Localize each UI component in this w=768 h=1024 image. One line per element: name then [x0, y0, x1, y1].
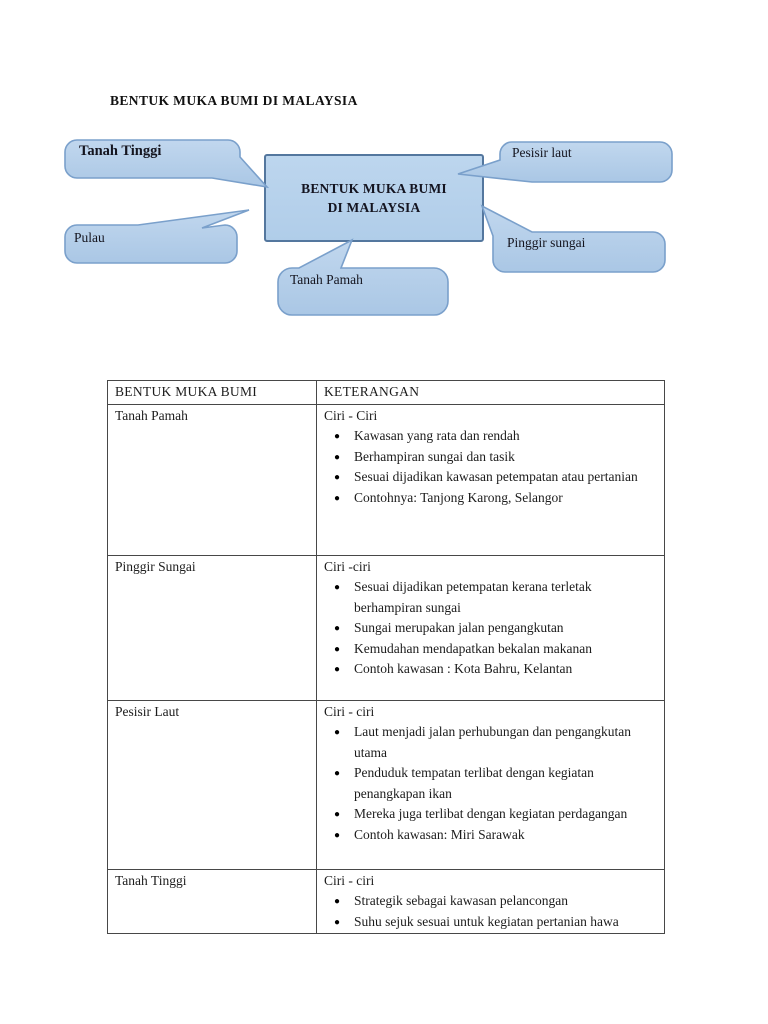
bullet-icon: ● — [334, 896, 341, 907]
list-item: ● Berhampiran sungai dan tasik — [324, 447, 656, 468]
list-item: ● Sesuai dijadikan petempatan kerana terl… — [324, 577, 656, 618]
keterangan-cell: Ciri - ciri ● Laut menjadi jalan perhubun… — [316, 699, 665, 870]
header-keterangan: KETERANGAN — [316, 380, 665, 405]
header-bentuk-muka-bumi: BENTUK MUKA BUMI — [107, 380, 317, 405]
ciri-label: Ciri - ciri — [324, 703, 375, 719]
list-item: ● Sungai merupakan jalan pengangkutan — [324, 618, 656, 639]
ciri-label: Ciri - Ciri — [324, 407, 378, 423]
table-row: Pesisir Laut Ciri - ciri ● Laut menjadi j… — [107, 699, 665, 870]
landform-cell: Pinggir Sungai — [107, 554, 317, 701]
list-item-text: Penduduk tempatan terlibat dengan kegiat… — [354, 765, 594, 801]
callout-label-tanah-tinggi: Tanah Tinggi — [79, 143, 162, 159]
landform-diagram: BENTUK MUKA BUMI DI MALAYSIA Tanah Tingg… — [0, 130, 768, 330]
callout-label-pinggir-sungai: Pinggir sungai — [507, 235, 586, 250]
list-item-text: Contoh kawasan : Kota Bahru, Kelantan — [354, 661, 573, 676]
list-item: ● Sesuai dijadikan kawasan petempatan ata… — [324, 467, 656, 488]
bullet-icon: ● — [334, 829, 341, 841]
list-item: ● Strategik sebagai kawasan pelancongan — [324, 891, 656, 912]
bullet-icon: ● — [334, 768, 341, 779]
list-item: ● Laut menjadi jalan perhubungan dan peng… — [324, 722, 656, 763]
list-item: ● Suhu sejuk sesuai untuk kegiatan pertan… — [324, 912, 656, 933]
landform-table: BENTUK MUKA BUMI KETERANGAN Tanah Pamah … — [107, 380, 665, 934]
bullet-icon: ● — [334, 451, 341, 463]
list-item: ● Contohnya: Tanjong Karong, Selangor — [324, 488, 656, 509]
list-item-text: Mereka juga terlibat dengan kegiatan per… — [354, 806, 628, 821]
list-item-text: Contohnya: Tanjong Karong, Selangor — [354, 489, 563, 505]
list-item-text: Kawasan yang rata dan rendah — [354, 428, 520, 443]
callout-label-tanah-pamah: Tanah Pamah — [290, 272, 363, 287]
list-item: ● Contoh kawasan : Kota Bahru, Kelantan — [324, 659, 656, 680]
bullet-icon: ● — [334, 492, 341, 504]
bullet-list: ● Laut menjadi jalan perhubungan dan peng… — [324, 722, 658, 845]
callout-shape-pinggir-sungai — [480, 204, 666, 273]
bullet-icon: ● — [334, 727, 341, 738]
callout-shape-tanah-tinggi — [64, 139, 270, 189]
keterangan-cell: Ciri - Ciri ● Kawasan yang rata dan renda… — [316, 403, 665, 556]
bullet-icon: ● — [334, 809, 341, 820]
callout-shape-pulau — [64, 209, 250, 264]
bullet-icon: ● — [334, 431, 341, 442]
callout-label-pesisir-laut: Pesisir laut — [512, 145, 572, 160]
table-row: Tanah Tinggi Ciri - ciri ● Strategik seba… — [107, 868, 665, 934]
list-item-text: Contoh kawasan: Miri Sarawak — [354, 826, 525, 842]
bullet-icon: ● — [334, 582, 341, 593]
list-item: ● Penduduk tempatan terlibat dengan kegia… — [324, 763, 656, 804]
list-item-text: Sungai merupakan jalan pengangkutan — [354, 620, 564, 635]
list-item-text: Laut menjadi jalan perhubungan dan penga… — [354, 724, 632, 760]
center-box-shape — [264, 154, 484, 242]
page-title: BENTUK MUKA BUMI DI MALAYSIA — [110, 93, 358, 108]
table-row: Tanah Pamah Ciri - Ciri ● Kawasan yang ra… — [107, 403, 665, 556]
bullet-icon: ● — [334, 472, 341, 483]
ciri-label: Ciri - ciri — [324, 872, 375, 888]
bullet-list: ● Strategik sebagai kawasan pelancongan ●… — [324, 891, 658, 932]
center-box: BENTUK MUKA BUMI DI MALAYSIA — [265, 155, 483, 241]
diagram-shapes — [64, 139, 673, 316]
list-item: ● Mereka juga terlibat dengan kegiatan pe… — [324, 804, 656, 825]
keterangan-cell: Ciri -ciri ● Sesuai dijadikan petempatan … — [316, 554, 665, 701]
callout-shape-pesisir-laut — [457, 141, 673, 183]
ciri-label: Ciri -ciri — [324, 558, 371, 574]
list-item: ● Kawasan yang rata dan rendah — [324, 426, 656, 447]
center-box-line2: DI MALAYSIA — [327, 200, 421, 215]
callout-shape-tanah-pamah — [277, 238, 449, 316]
bullet-list: ● Kawasan yang rata dan rendah ● Berhampir… — [324, 426, 658, 508]
landform-cell: Tanah Tinggi — [107, 868, 317, 934]
list-item-text: Sesuai dijadikan petempatan kerana terle… — [354, 579, 592, 615]
center-box-line1: BENTUK MUKA BUMI — [301, 181, 447, 196]
table-header-row: BENTUK MUKA BUMI KETERANGAN — [107, 380, 665, 405]
list-item: ● Kemudahan mendapatkan bekalan makanan — [324, 639, 656, 660]
bullet-icon: ● — [334, 664, 341, 675]
list-item-text: Strategik sebagai kawasan pelancongan — [354, 893, 569, 908]
bullet-list: ● Sesuai dijadikan petempatan kerana terl… — [324, 577, 658, 680]
callout-label-pulau: Pulau — [74, 230, 105, 245]
bullet-icon: ● — [334, 916, 341, 928]
list-item-text: Sesuai dijadikan kawasan petempatan atau… — [354, 469, 638, 484]
list-item-text: Suhu sejuk sesuai untuk kegiatan pertani… — [354, 913, 619, 929]
table-row: Pinggir Sungai Ciri -ciri ● Sesuai dijadi… — [107, 554, 665, 701]
bullet-icon: ● — [334, 643, 341, 655]
landform-cell: Pesisir Laut — [107, 699, 317, 870]
list-item-text: Kemudahan mendapatkan bekalan makanan — [354, 640, 593, 656]
keterangan-cell: Ciri - ciri ● Strategik sebagai kawasan p… — [316, 868, 665, 934]
list-item: ● Contoh kawasan: Miri Sarawak — [324, 825, 656, 846]
bullet-icon: ● — [334, 623, 341, 634]
landform-cell: Tanah Pamah — [107, 403, 317, 556]
list-item-text: Berhampiran sungai dan tasik — [354, 448, 515, 464]
